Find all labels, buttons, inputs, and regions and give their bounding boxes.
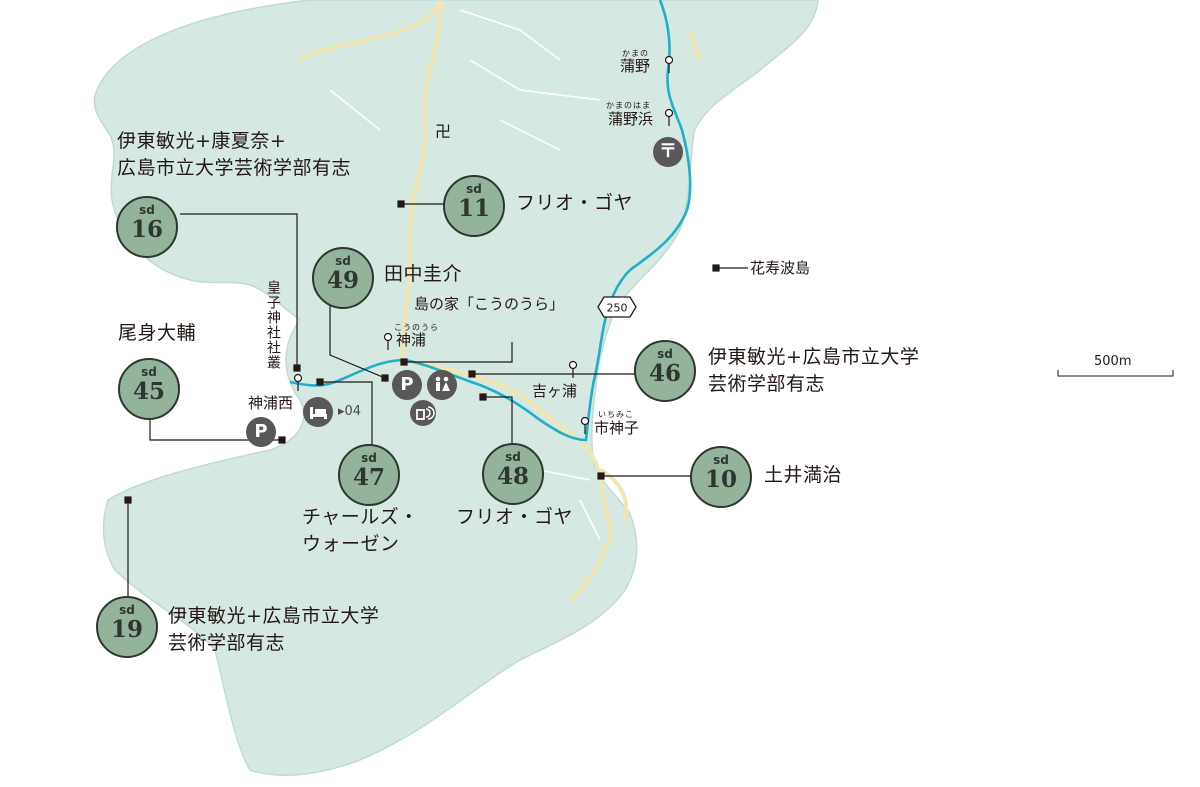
scale-bar [1057,370,1174,377]
temple-icon: 卍 [435,122,452,141]
site-badge-45[interactable]: sd 45 [118,358,180,420]
place-kamanohama: 蒲野浜 [608,110,654,128]
artist-label-46-line2: 芸術学部有志 [708,373,826,395]
toilet-icon [427,370,457,400]
kamano-furigana: かまの [622,49,649,58]
site-badge-11[interactable]: sd 11 [443,175,505,237]
place-konoura: 神浦 [396,331,427,349]
artist-label-45: 尾身大輔 [118,322,197,344]
scale-label: 500m [1094,354,1132,369]
artist-label-46-line1: 伊東敏光+広島市立大学 [708,346,920,368]
bed-glyph [310,407,327,419]
artist-label-47-line1: チャールズ・ [302,506,419,528]
artist-label-48: フリオ・ゴヤ [456,506,574,528]
site-badge-10[interactable]: sd 10 [690,446,752,508]
place-ichimiko: 市神子 [594,419,640,437]
route-250-sign: 250 [597,296,637,318]
konoura-furigana: こうのうら [394,323,439,332]
lodging-ref: ▸04 [338,404,362,419]
place-shimanoie: 島の家「こうのうら」 [414,295,565,313]
kamanohama-furigana: かまのはま [606,101,651,110]
ichimiko-furigana: いちみこ [598,410,634,419]
bed-icon [303,397,333,427]
site-badge-49[interactable]: sd 49 [312,247,374,309]
artist-label-16-line1: 伊東敏光+康夏奈+ [117,130,287,152]
artist-label-11: フリオ・ゴヤ [516,192,634,214]
place-ojinja-shrine: 皇子神社社叢 [265,280,281,370]
wifi-icon [410,400,436,426]
artist-label-16-line2: 広島市立大学芸術学部有志 [117,157,352,179]
place-konoura-nishi: 神浦西 [248,394,294,412]
artist-label-49: 田中圭介 [384,263,463,285]
toilet-glyph [435,376,450,391]
site-badge-16[interactable]: sd 16 [116,196,178,258]
site-badge-47[interactable]: sd 47 [338,444,400,506]
post-office-icon: 〒 [653,137,683,167]
place-kamano: 蒲野 [620,57,651,75]
parking-icon: P [392,370,422,400]
site-badge-19[interactable]: sd 19 [96,596,158,658]
wifi-glyph [416,406,435,420]
bus-stop-icons [293,55,674,434]
artist-label-19-line2: 芸術学部有志 [168,632,286,654]
site-badge-46[interactable]: sd 46 [634,340,696,402]
artist-label-19-line1: 伊東敏光+広島市立大学 [168,605,380,627]
artist-label-47-line2: ウォーゼン [302,533,400,555]
place-yoshigaura: 吉ヶ浦 [532,382,578,400]
place-kazuhajima: 花寿波島 [750,259,811,277]
route-number: 250 [607,302,628,315]
main-road [298,0,702,602]
leader-lines [124,200,748,597]
artist-label-10: 土井満治 [764,464,843,486]
minor-roads [259,9,601,541]
parking-icon-2: P [246,417,276,447]
site-badge-48[interactable]: sd 48 [482,443,544,505]
